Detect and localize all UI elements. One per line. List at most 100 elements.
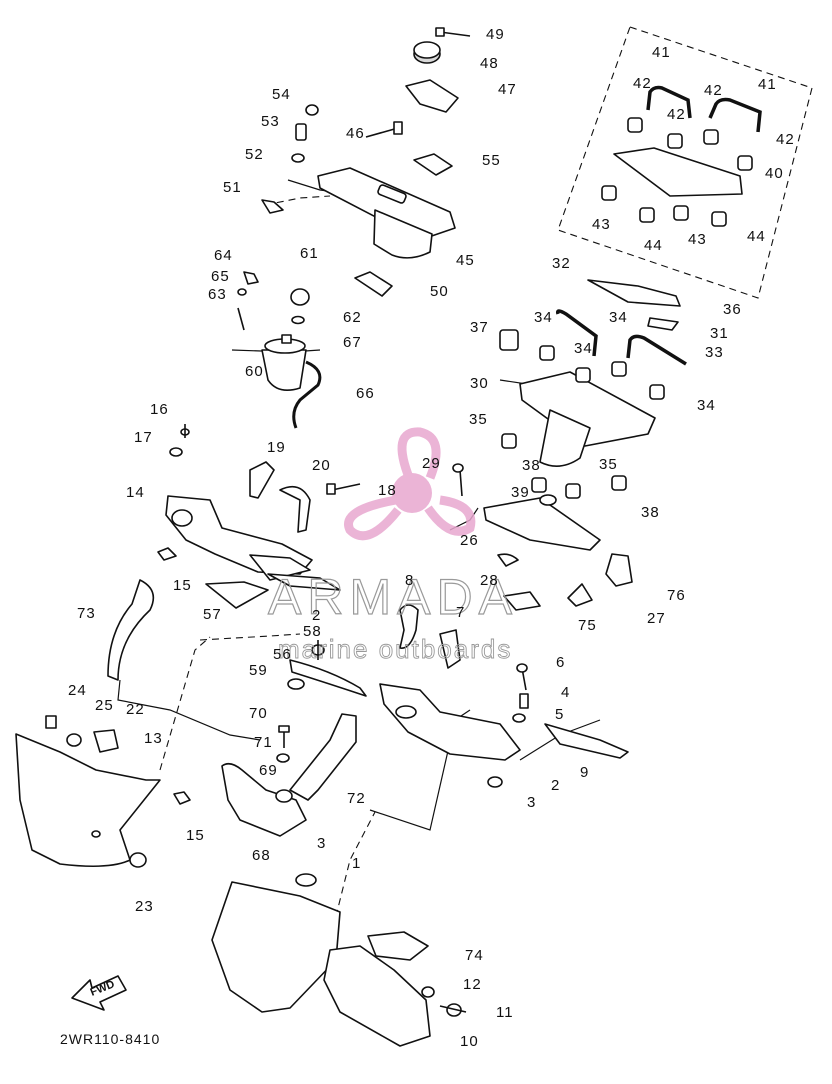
callout-26: 26 (460, 532, 479, 549)
callout-5: 5 (555, 706, 564, 723)
callout-31: 31 (710, 325, 729, 342)
callout-43: 43 (592, 216, 611, 233)
callout-60: 60 (245, 363, 264, 380)
callout-73: 73 (77, 605, 96, 622)
callout-22: 22 (126, 701, 145, 718)
callout-37: 37 (470, 319, 489, 336)
callout-63: 63 (208, 286, 227, 303)
callout-68: 68 (252, 847, 271, 864)
fasteners-58-59 (287, 640, 325, 690)
callout-20: 20 (312, 457, 331, 474)
callout-51: 51 (223, 179, 242, 196)
callout-42: 42 (633, 75, 652, 92)
lower-cover-1 (211, 873, 467, 1047)
callout-19: 19 (267, 439, 286, 456)
plate-50 (354, 271, 393, 297)
callout-67: 67 (343, 334, 362, 351)
callout-3: 3 (317, 835, 326, 852)
callout-32: 32 (552, 255, 571, 272)
callout-15: 15 (186, 827, 205, 844)
callout-35: 35 (469, 411, 488, 428)
left-cover-13 (15, 715, 191, 868)
callout-33: 33 (705, 344, 724, 361)
callout-16: 16 (150, 401, 169, 418)
right-upper-assembly-30 (452, 279, 687, 567)
callout-44: 44 (644, 237, 663, 254)
callout-13: 13 (144, 730, 163, 747)
callout-7: 7 (456, 604, 465, 621)
watermark-title: ARMADA (268, 569, 518, 625)
callout-44: 44 (747, 228, 766, 245)
callout-62: 62 (343, 309, 362, 326)
bracket-68-72 (221, 713, 357, 837)
callout-30: 30 (470, 375, 489, 392)
reservoir-60 (237, 271, 322, 429)
callout-2: 2 (312, 607, 321, 624)
callout-49: 49 (486, 26, 505, 43)
callout-47: 47 (498, 81, 517, 98)
pillion-kit-40 (601, 85, 762, 227)
callout-41: 41 (652, 44, 671, 61)
callout-65: 65 (211, 268, 230, 285)
callout-52: 52 (245, 146, 264, 163)
callout-28: 28 (480, 572, 499, 589)
callout-25: 25 (95, 697, 114, 714)
callout-76: 76 (667, 587, 686, 604)
optional-parts-boundary (557, 26, 813, 299)
callout-24: 24 (68, 682, 87, 699)
callout-64: 64 (214, 247, 233, 264)
forward-arrow-icon: FWD (71, 975, 127, 1011)
callout-45: 45 (456, 252, 475, 269)
callout-10: 10 (460, 1033, 479, 1050)
left-footrest-bracket-14 (157, 424, 361, 581)
callout-2: 2 (551, 777, 560, 794)
arm-73 (107, 579, 155, 681)
callout-43: 43 (688, 231, 707, 248)
plate-2-left (267, 573, 341, 591)
brackets-27-75-76 (503, 553, 633, 611)
callout-12: 12 (463, 976, 482, 993)
callout-57: 57 (203, 606, 222, 623)
right-footrest-bracket-2 (379, 663, 629, 788)
callout-23: 23 (135, 898, 154, 915)
callout-42: 42 (704, 82, 723, 99)
callout-75: 75 (578, 617, 597, 634)
brackets-7-8 (399, 604, 461, 669)
callout-58: 58 (303, 623, 322, 640)
callout-41: 41 (758, 76, 777, 93)
callout-3: 3 (527, 794, 536, 811)
callout-labels: 1223345678910111213141515161718192022232… (68, 26, 795, 1050)
callout-71: 71 (254, 734, 273, 751)
callout-48: 48 (480, 55, 499, 72)
callout-15: 15 (173, 577, 192, 594)
callout-4: 4 (561, 684, 570, 701)
callout-34: 34 (534, 309, 553, 326)
bracket-57 (205, 581, 269, 609)
callout-66: 66 (356, 385, 375, 402)
callout-38: 38 (641, 504, 660, 521)
callout-54: 54 (272, 86, 291, 103)
callout-35: 35 (599, 456, 618, 473)
callout-69: 69 (259, 762, 278, 779)
callout-70: 70 (249, 705, 268, 722)
callout-27: 27 (647, 610, 666, 627)
callout-59: 59 (249, 662, 268, 679)
callout-18: 18 (378, 482, 397, 499)
callout-55: 55 (482, 152, 501, 169)
callout-46: 46 (346, 125, 365, 142)
callout-1: 1 (352, 855, 361, 872)
diagram-code: 2WR110-8410 (60, 1031, 160, 1047)
callout-74: 74 (465, 947, 484, 964)
callout-72: 72 (347, 790, 366, 807)
callout-42: 42 (667, 106, 686, 123)
callout-6: 6 (556, 654, 565, 671)
callout-34: 34 (609, 309, 628, 326)
watermark-logo-icon (344, 427, 476, 541)
callout-56: 56 (273, 646, 292, 663)
callout-39: 39 (511, 484, 530, 501)
callout-42: 42 (776, 131, 795, 148)
strap-56 (289, 659, 367, 697)
callout-9: 9 (580, 764, 589, 781)
small-hardware-top (261, 27, 471, 214)
callout-11: 11 (496, 1004, 514, 1021)
